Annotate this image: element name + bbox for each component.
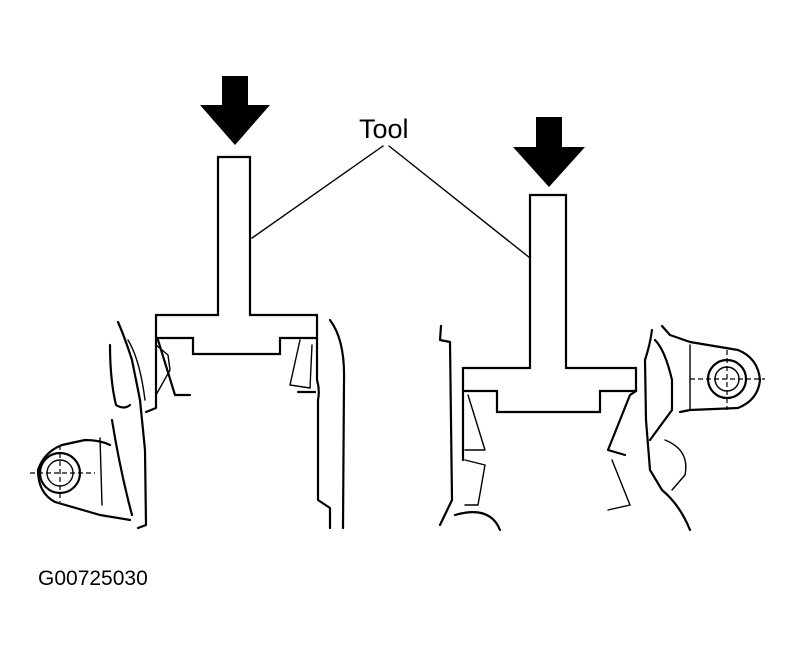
right-tool xyxy=(461,193,638,414)
tool-label: Tool xyxy=(359,114,409,144)
right-assembly xyxy=(438,117,765,532)
tool-leader-line-right xyxy=(388,145,531,259)
left-assembly xyxy=(30,76,346,530)
right-bolt-boss xyxy=(690,350,765,410)
right-press-arrow-icon xyxy=(513,117,585,187)
right-housing-wall-left xyxy=(438,324,502,532)
left-housing-wall-left xyxy=(36,320,192,530)
left-tool xyxy=(154,155,319,356)
right-housing-wall-right xyxy=(606,324,762,532)
left-press-arrow-icon xyxy=(200,76,270,145)
figure-id: G00725030 xyxy=(38,567,148,590)
left-bolt-boss xyxy=(30,445,95,502)
left-housing-wall-right xyxy=(289,318,346,530)
tool-callout: Tool xyxy=(251,114,531,259)
tool-leader-line-left xyxy=(251,145,384,239)
